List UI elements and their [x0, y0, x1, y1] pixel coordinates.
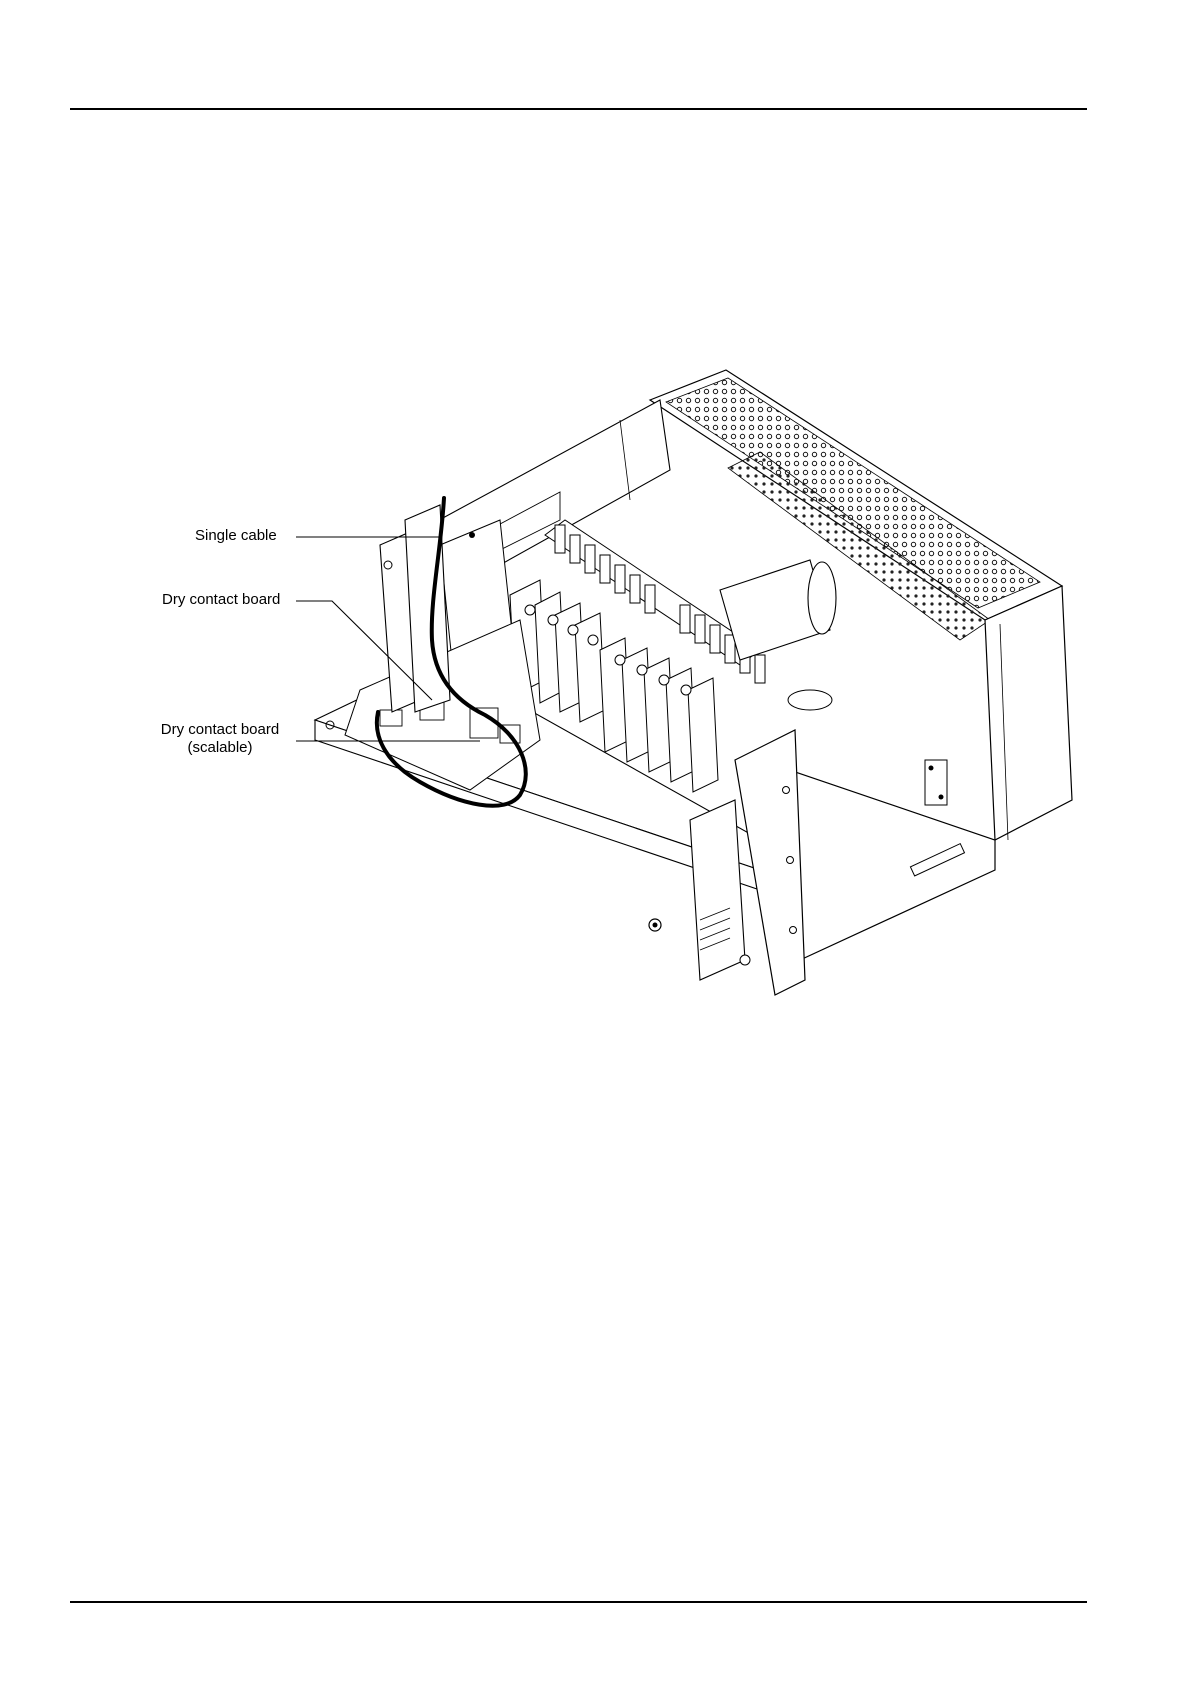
capacitor-cylinder — [720, 560, 836, 710]
callout-dry-contact-board-scalable-line1: Dry contact board — [150, 721, 290, 739]
callout-dry-contact-board-scalable-line2: (scalable) — [150, 739, 290, 757]
footer-rule — [70, 1601, 1087, 1603]
callout-single-cable: Single cable — [195, 527, 277, 544]
callout-dry-contact-board-scalable: Dry contact board (scalable) — [150, 721, 290, 757]
callout-dry-contact-board: Dry contact board — [162, 591, 280, 608]
cabinet-top-panel — [650, 370, 1062, 620]
